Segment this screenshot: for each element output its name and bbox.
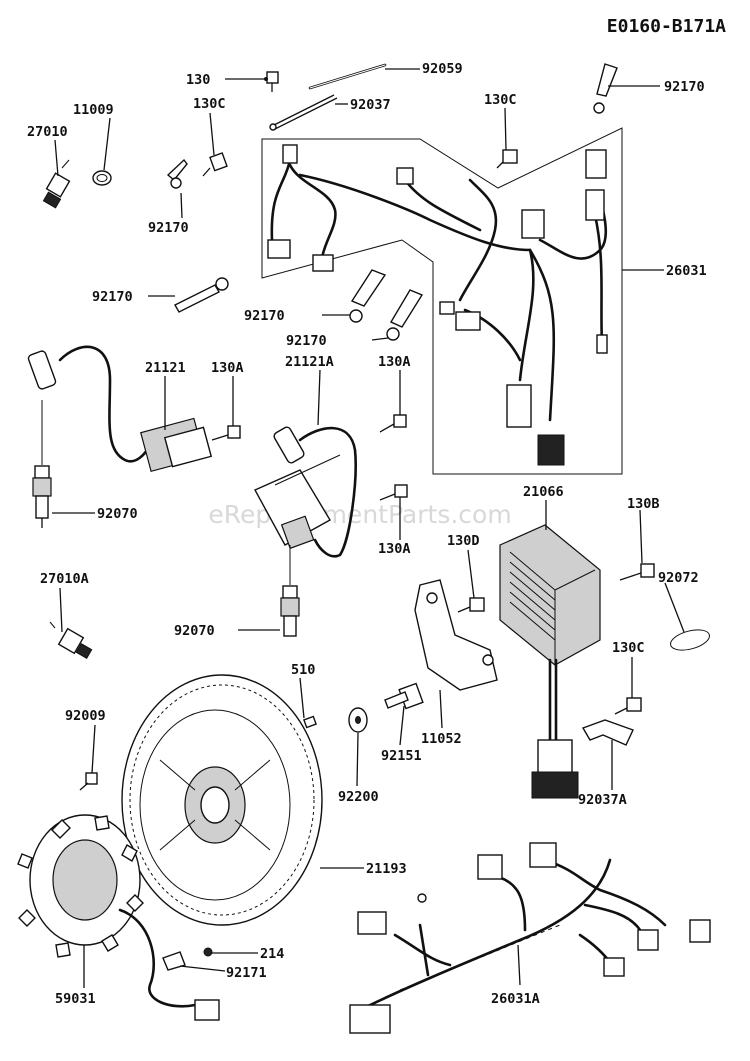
callout-59031[interactable]: 59031 <box>55 991 96 1007</box>
callout-130d[interactable]: 130D <box>447 533 480 549</box>
callout-92009[interactable]: 92009 <box>65 708 106 724</box>
callout-92037a[interactable]: 92037A <box>578 792 627 808</box>
callout-21121a[interactable]: 21121A <box>285 354 334 370</box>
clamp-92170-mid[interactable] <box>349 269 387 323</box>
washer-92200[interactable] <box>348 707 368 733</box>
spark-plug-92070-left[interactable] <box>32 400 52 528</box>
callout-130[interactable]: 130 <box>186 72 210 88</box>
bolt-130a-left[interactable] <box>211 425 241 441</box>
callout-92171[interactable]: 92171 <box>226 965 267 981</box>
spark-plug-92070-center[interactable] <box>280 545 300 637</box>
callout-92059[interactable]: 92059 <box>422 61 463 77</box>
clamp-92171[interactable] <box>162 951 186 971</box>
bolt-130c-lower[interactable] <box>614 697 642 715</box>
band-92037[interactable] <box>269 94 338 131</box>
screw-214[interactable] <box>203 947 213 957</box>
callout-92170-top-right[interactable]: 92170 <box>664 79 705 95</box>
callout-130a-lower[interactable]: 130A <box>378 541 411 557</box>
ignition-coil-21121[interactable] <box>27 345 213 473</box>
clamp-92170-mid-left[interactable] <box>174 277 229 313</box>
tube-92059[interactable] <box>308 63 387 90</box>
leader-lines <box>52 68 685 988</box>
wiring-harness-26031[interactable] <box>267 144 608 466</box>
stator-59031[interactable] <box>17 814 220 1021</box>
clamp-92170-upper-left[interactable] <box>166 158 188 189</box>
washer-11009[interactable] <box>92 170 112 186</box>
callout-130c-left[interactable]: 130C <box>193 96 226 112</box>
callout-92170-mid-right[interactable]: 92170 <box>286 333 327 349</box>
wiring-harness-26031a[interactable] <box>349 842 711 1034</box>
callout-26031a[interactable]: 26031A <box>491 991 540 1007</box>
bolt-92151[interactable] <box>384 682 424 710</box>
callout-92070-left[interactable]: 92070 <box>97 506 138 522</box>
callout-92070-center[interactable]: 92070 <box>174 623 215 639</box>
bolt-130b[interactable] <box>619 563 655 581</box>
callout-92200[interactable]: 92200 <box>338 789 379 805</box>
callout-130c-top[interactable]: 130C <box>484 92 517 108</box>
bolt-130a-lower[interactable] <box>379 484 408 501</box>
clamp-92170-mid-right[interactable] <box>386 289 424 341</box>
ignition-coil-21121a[interactable] <box>254 426 357 558</box>
callout-26031[interactable]: 26031 <box>666 263 707 279</box>
bolt-92009[interactable] <box>79 772 98 791</box>
callout-labels: 130 130C 11009 27010 92059 92037 92170 1… <box>27 61 707 1007</box>
band-92037a[interactable] <box>581 719 634 746</box>
callout-92170-mid-left[interactable]: 92170 <box>92 289 133 305</box>
key-510[interactable] <box>303 715 317 729</box>
callout-21066[interactable]: 21066 <box>523 484 564 500</box>
regulator-rectifier-21066[interactable] <box>499 524 601 799</box>
bolt-130a-mid[interactable] <box>379 414 407 433</box>
callout-130c-lower[interactable]: 130C <box>612 640 645 656</box>
clamp-92072[interactable] <box>668 626 711 654</box>
bolt-130c-left[interactable] <box>202 152 228 177</box>
callout-92151[interactable]: 92151 <box>381 748 422 764</box>
bolt-130d[interactable] <box>457 597 485 613</box>
callout-21193[interactable]: 21193 <box>366 861 407 877</box>
bolt-130[interactable] <box>266 71 279 92</box>
callout-214[interactable]: 214 <box>260 946 284 962</box>
callout-92170-upper-left[interactable]: 92170 <box>148 220 189 236</box>
bracket-11052[interactable] <box>414 579 498 691</box>
callout-11009[interactable]: 11009 <box>73 102 114 118</box>
callout-130a-mid[interactable]: 130A <box>378 354 411 370</box>
bolt-130c-top[interactable] <box>496 149 518 169</box>
callout-130a-left[interactable]: 130A <box>211 360 244 376</box>
callout-21121[interactable]: 21121 <box>145 360 186 376</box>
callout-130b[interactable]: 130B <box>627 496 660 512</box>
clamp-92170-top-right[interactable] <box>593 63 618 114</box>
callout-92037[interactable]: 92037 <box>350 97 391 113</box>
diagram-code: E0160-B171A <box>607 16 726 37</box>
flywheel-21193[interactable] <box>121 674 323 926</box>
watermark: eReplacementParts.com <box>208 500 511 529</box>
callout-92170-mid[interactable]: 92170 <box>244 308 285 324</box>
callout-510[interactable]: 510 <box>291 662 315 678</box>
callout-92072[interactable]: 92072 <box>658 570 699 586</box>
callout-11052[interactable]: 11052 <box>421 731 462 747</box>
oil-pressure-switch-27010[interactable] <box>42 159 71 209</box>
callout-27010[interactable]: 27010 <box>27 124 68 140</box>
callout-27010a[interactable]: 27010A <box>40 571 89 587</box>
oil-switch-27010a[interactable] <box>49 621 93 660</box>
